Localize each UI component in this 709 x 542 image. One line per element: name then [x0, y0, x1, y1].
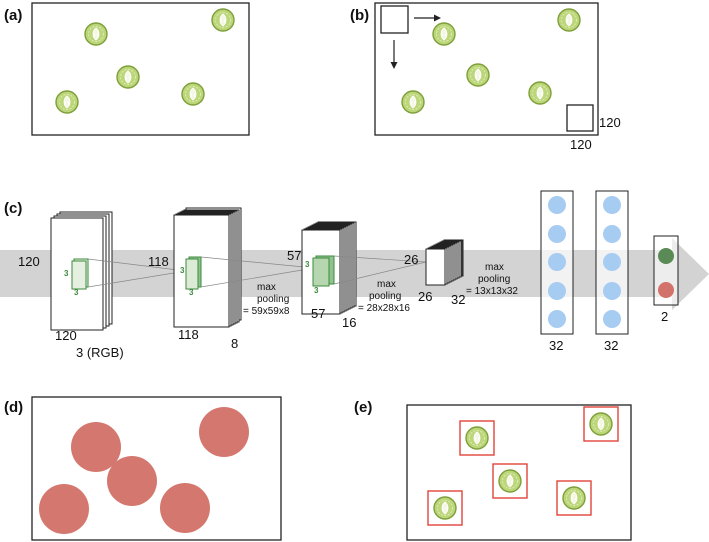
neuron — [548, 310, 566, 328]
pool1-label-line2: pooling — [257, 294, 289, 305]
dense1-units-label: 32 — [549, 338, 563, 353]
detection-disc — [160, 483, 210, 533]
conv2-depth-label: 16 — [342, 315, 356, 330]
conv3-volume — [425, 239, 464, 286]
pool2-label-line2: pooling — [369, 291, 401, 302]
panel-d-label: (d) — [4, 399, 23, 416]
kernel-size-label: 3 — [189, 288, 194, 297]
bounding-box — [427, 490, 463, 526]
neuron — [603, 253, 621, 271]
bounding-box — [459, 420, 495, 456]
pollen-grain — [498, 469, 522, 493]
conv2-size-bottom-label: 57 — [311, 306, 325, 321]
conv1-size-bottom-label: 118 — [178, 327, 199, 342]
pollen-grain — [211, 8, 235, 32]
detection-disc — [107, 456, 157, 506]
pollen-grain — [589, 412, 613, 436]
pool3-label-line2: pooling — [478, 274, 510, 285]
pool3-dims-label: = 13x13x32 — [466, 286, 518, 297]
neuron — [548, 196, 566, 214]
pollen-grain — [466, 63, 490, 87]
pool2-dims-label: = 28x28x16 — [358, 303, 410, 314]
input-channels-label: 3 (RGB) — [76, 345, 124, 360]
detection-disc — [39, 484, 89, 534]
pollen-grain — [84, 22, 108, 46]
conv3-size-label: 26 — [404, 252, 418, 267]
pollen-grain — [557, 8, 581, 32]
neuron — [603, 282, 621, 300]
pollen-grain — [55, 90, 79, 114]
conv1-volume — [173, 207, 242, 328]
pollen-grain — [465, 426, 489, 450]
neuron — [548, 225, 566, 243]
output-neuron-red — [658, 282, 674, 298]
window-height-label: 120 — [599, 115, 621, 130]
slide-down-arrowhead — [390, 62, 398, 69]
window-width-label: 120 — [570, 137, 592, 152]
dense2-units-label: 32 — [604, 338, 618, 353]
neuron — [603, 196, 621, 214]
panel-e-frame — [406, 404, 632, 541]
sliding-window — [380, 5, 409, 34]
pollen-grain — [562, 486, 586, 510]
kernel-size-label: 3 — [64, 269, 69, 278]
pollen-grain — [433, 496, 457, 520]
pool1-label-line1: max — [257, 282, 276, 293]
kernel-size-label: 3 — [314, 286, 319, 295]
conv1-depth-label: 8 — [231, 336, 238, 351]
bounding-box — [556, 480, 592, 516]
panel-b-frame — [374, 2, 599, 136]
output-neuron-green — [658, 248, 674, 264]
detection-disc — [199, 407, 249, 457]
neuron — [603, 310, 621, 328]
conv1-size-label: 118 — [148, 254, 169, 269]
input-size-label: 120 — [18, 254, 40, 269]
panel-d-frame — [31, 396, 282, 541]
pool2-label-line1: max — [377, 279, 396, 290]
pollen-grain — [116, 65, 140, 89]
conv2-size-label: 57 — [287, 248, 301, 263]
panel-b-label: (b) — [350, 7, 369, 24]
neuron — [548, 253, 566, 271]
kernel-size-label: 3 — [305, 260, 310, 269]
pollen-grain — [181, 82, 205, 106]
pool3-label-line1: max — [485, 262, 504, 273]
input-size-bottom-label: 120 — [55, 328, 77, 343]
detection-disc — [71, 422, 121, 472]
slide-right-arrowhead — [434, 14, 441, 22]
conv3-depth-label: 32 — [451, 292, 465, 307]
panel-c-label: (c) — [4, 200, 22, 217]
kernel-size-label: 3 — [180, 266, 185, 275]
pollen-grain — [401, 90, 425, 114]
pollen-grain — [528, 81, 552, 105]
conv3-size-bottom-label: 26 — [418, 289, 432, 304]
output-units-label: 2 — [661, 309, 668, 324]
pollen-grain — [432, 22, 456, 46]
neuron — [603, 225, 621, 243]
bounding-box — [583, 406, 619, 442]
panel-a-label: (a) — [4, 7, 22, 24]
pool1-dims-label: = 59x59x8 — [243, 306, 290, 317]
window-size-box — [566, 104, 594, 132]
neuron — [548, 282, 566, 300]
panel-e-label: (e) — [354, 399, 372, 416]
kernel-size-label: 3 — [74, 288, 79, 297]
bounding-box — [492, 463, 528, 499]
panel-a-frame — [31, 2, 250, 136]
